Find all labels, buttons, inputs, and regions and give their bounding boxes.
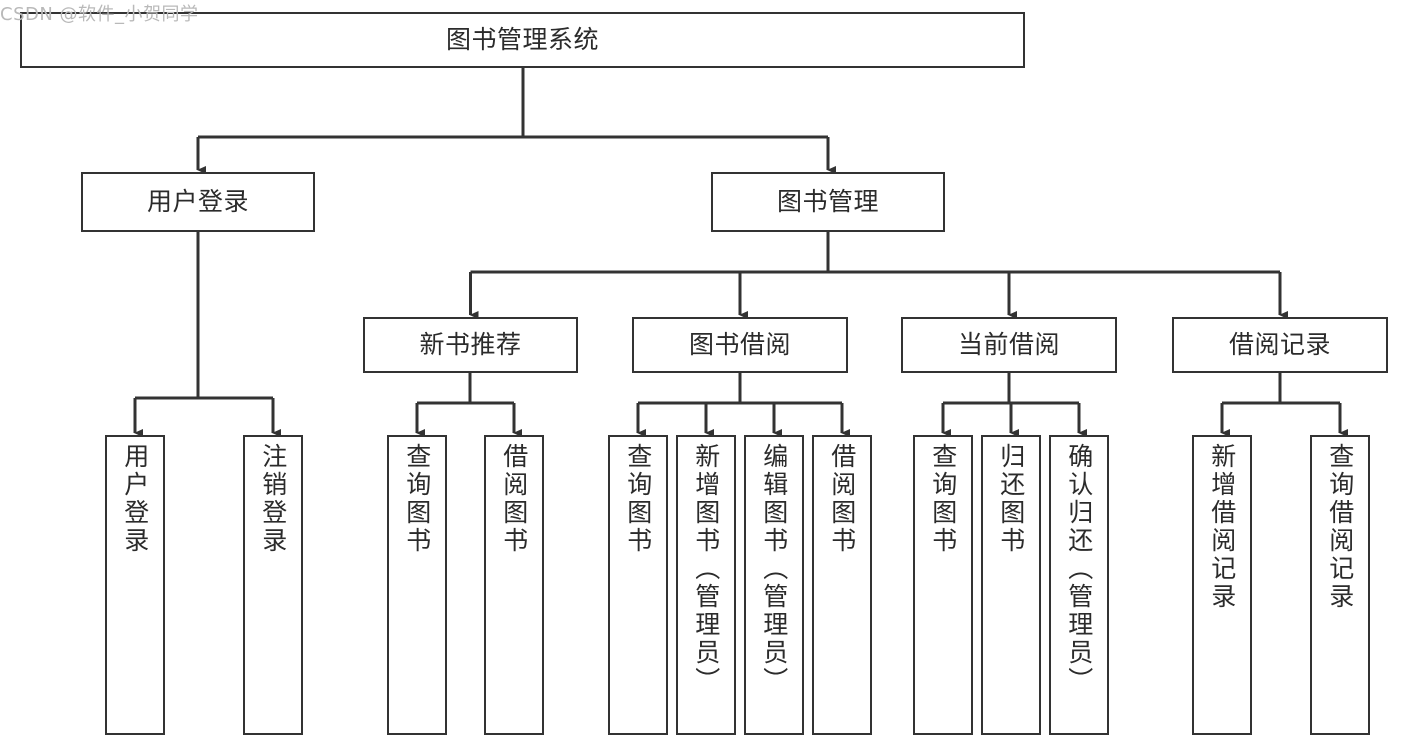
node-label: 借阅图书 [499, 443, 529, 555]
node-label: 查询图书 [928, 443, 958, 555]
node-label: 查询借阅记录 [1325, 443, 1355, 611]
node-leaf-confirm-return[interactable]: 确认归还（管理员） [1049, 435, 1109, 735]
node-label: 查询图书 [402, 443, 432, 555]
node-leaf-query-record[interactable]: 查询借阅记录 [1310, 435, 1370, 735]
node-leaf-logout[interactable]: 注销登录 [243, 435, 303, 735]
node-book-borrow[interactable]: 图书借阅 [632, 317, 848, 373]
node-current-borrow[interactable]: 当前借阅 [901, 317, 1117, 373]
node-label: 查询图书 [623, 443, 653, 555]
node-leaf-borrow-book-1[interactable]: 借阅图书 [484, 435, 544, 735]
node-borrow-record[interactable]: 借阅记录 [1172, 317, 1388, 373]
node-leaf-return-book[interactable]: 归还图书 [981, 435, 1041, 735]
node-leaf-query-book-2[interactable]: 查询图书 [608, 435, 668, 735]
node-label: 借阅记录 [1228, 330, 1331, 360]
edges [133, 68, 1348, 437]
node-label: 新增图书（管理员） [691, 443, 721, 695]
node-label: 新书推荐 [419, 330, 522, 360]
node-leaf-add-book[interactable]: 新增图书（管理员） [676, 435, 736, 735]
node-new-book-rec[interactable]: 新书推荐 [363, 317, 578, 373]
node-label: 图书借阅 [688, 330, 791, 360]
node-label: 图书管理 [776, 187, 879, 217]
node-user-login[interactable]: 用户登录 [81, 172, 315, 232]
node-leaf-edit-book[interactable]: 编辑图书（管理员） [744, 435, 804, 735]
watermark: CSDN @软件_小贺同学 [0, 4, 199, 25]
node-leaf-borrow-book-2[interactable]: 借阅图书 [812, 435, 872, 735]
node-leaf-query-book-3[interactable]: 查询图书 [913, 435, 973, 735]
node-leaf-query-book-1[interactable]: 查询图书 [387, 435, 447, 735]
node-leaf-add-record[interactable]: 新增借阅记录 [1192, 435, 1252, 735]
node-label: 当前借阅 [957, 330, 1060, 360]
node-label: 图书管理系统 [445, 25, 599, 55]
node-label: 用户登录 [120, 443, 150, 555]
node-root[interactable]: 图书管理系统 [20, 12, 1025, 68]
node-label: 新增借阅记录 [1207, 443, 1237, 611]
node-leaf-user-login[interactable]: 用户登录 [105, 435, 165, 735]
node-label: 用户登录 [146, 187, 249, 217]
node-label: 借阅图书 [827, 443, 857, 555]
node-label: 编辑图书（管理员） [759, 443, 789, 695]
node-book-manage[interactable]: 图书管理 [711, 172, 945, 232]
node-label: 归还图书 [996, 443, 1026, 555]
node-label: 注销登录 [258, 443, 288, 555]
node-label: 确认归还（管理员） [1064, 443, 1094, 695]
